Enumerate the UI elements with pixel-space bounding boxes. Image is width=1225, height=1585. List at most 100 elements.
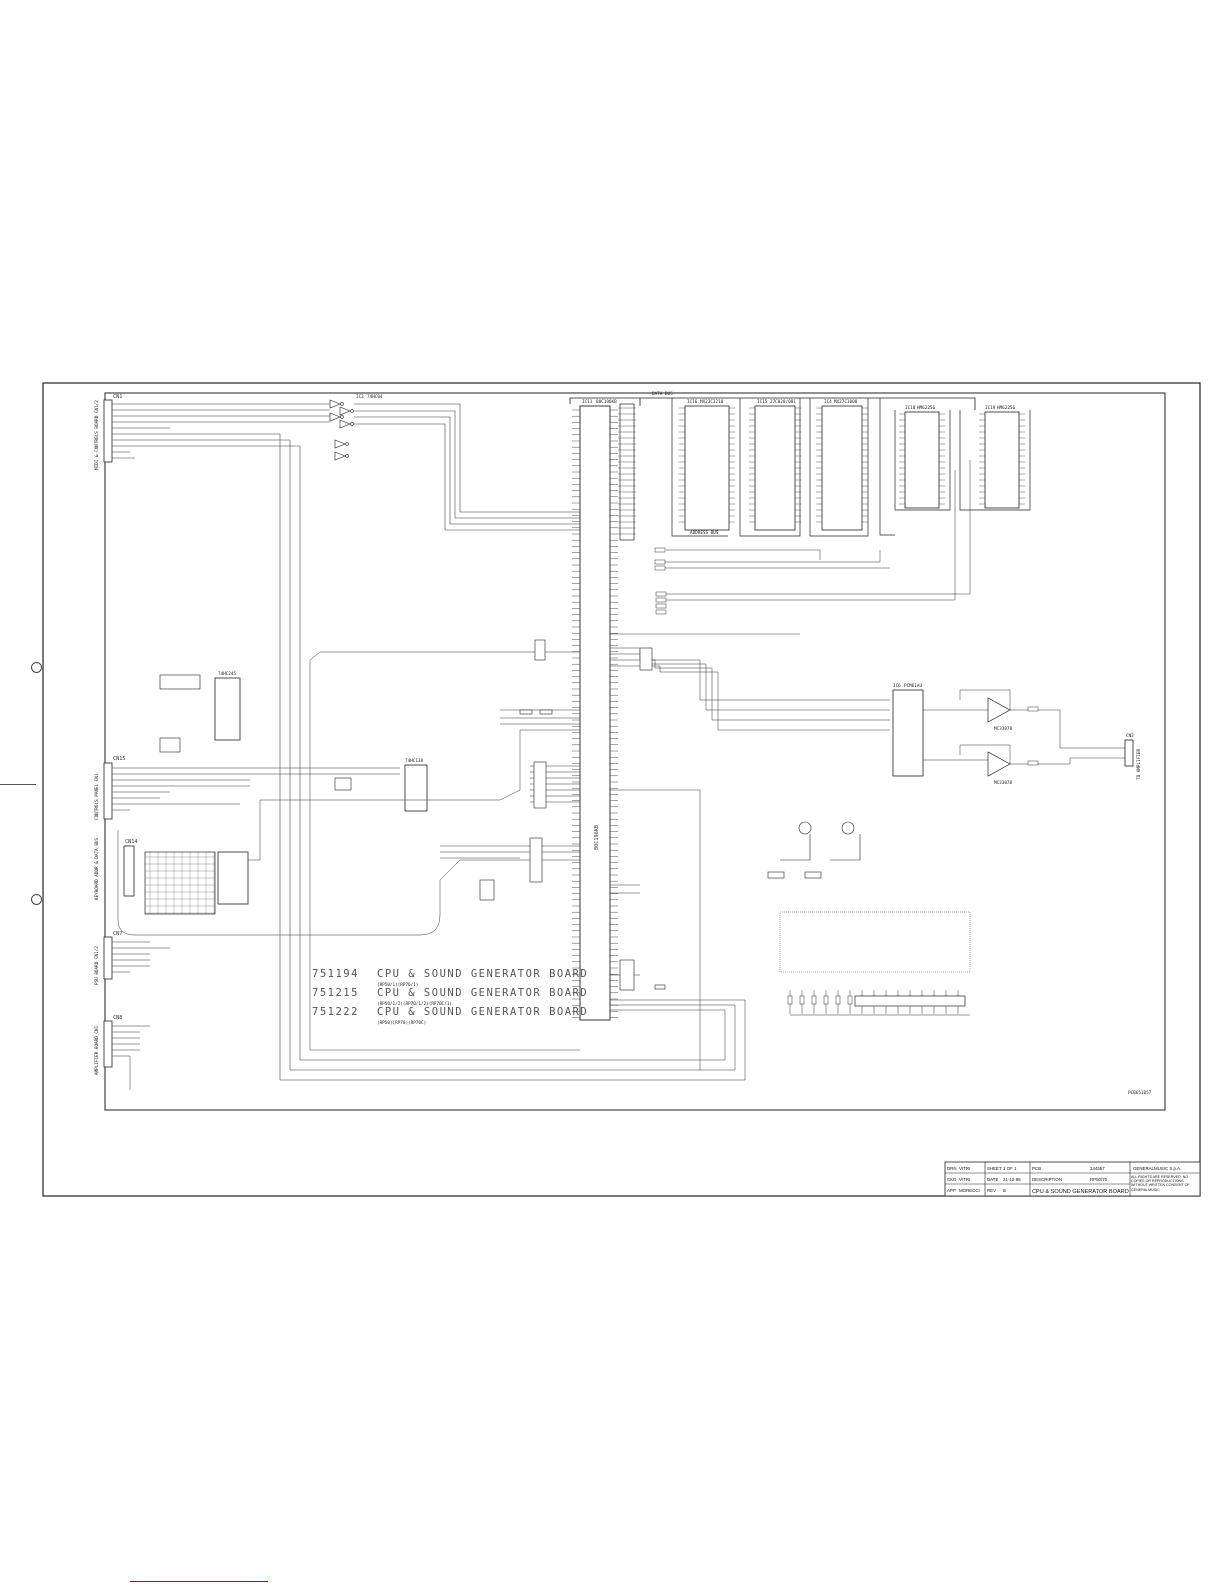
cn14-connector (123, 845, 135, 897)
schematic-border (104, 392, 1166, 1111)
ic16-part: MX23C3210 (700, 399, 724, 405)
tb-rev-value: B (1003, 1188, 1006, 1193)
ic11-part: 80C196KB (596, 399, 617, 405)
ic2-part: 74HC04 (367, 394, 383, 400)
capacitor (835, 995, 841, 1005)
bottom-wiring (129, 660, 746, 1090)
output-connector (1124, 739, 1134, 767)
memory-ic4 (816, 405, 868, 531)
cn8-side-label: AMPLIFIER BOARD CN1 (94, 1025, 100, 1075)
capacitor (847, 995, 853, 1005)
resistor-arrays-mid (334, 639, 666, 991)
ic18-ref: IC18 (905, 405, 916, 411)
ic6-ref: IC6 (893, 683, 901, 689)
ic9-label: MC33078 (994, 780, 1013, 786)
cn1-connector (103, 399, 330, 463)
board-title-code-1: 751194 (312, 968, 359, 980)
capacitor (787, 995, 793, 1005)
ic10-label: 74HC245 (218, 671, 237, 677)
board-title-code-2: 751215 (312, 987, 359, 999)
tb-sheet-label: SHEET (987, 1166, 1002, 1171)
ic6-part: PCM61AU (904, 683, 923, 689)
dac-ic6 (892, 689, 924, 777)
memory-ic19 (979, 411, 1025, 509)
board-title-name-2: CPU & SOUND GENERATOR BOARD (377, 987, 588, 999)
memory-bus-frames (671, 398, 1031, 537)
drawing-code: PCB651057 (1128, 1090, 1152, 1096)
cn14-ref: CN14 (125, 839, 138, 845)
cn1-side-label: MIDI & CONTROLS BOARD CN1/2 (94, 400, 100, 470)
tb-pcb-value: 344557 (1090, 1166, 1105, 1171)
data-bus-label: DATA BUS (652, 391, 673, 397)
cn15-ref: CN15 (113, 756, 126, 762)
resistor-network-left (159, 674, 201, 753)
title-block (944, 1161, 1201, 1197)
tb-drawn-value: VITRI (959, 1166, 970, 1171)
opamp-ic8 (987, 697, 1011, 723)
ic19-ref: IC19 (985, 405, 996, 411)
binder-hole-bottom (31, 894, 42, 905)
tb-pcb-label: PCB (1032, 1166, 1041, 1171)
capacitor (799, 995, 805, 1005)
opamp-ic9 (987, 751, 1011, 777)
ic16-ref: IC16 (687, 399, 698, 405)
ic11-ref: IC11 (582, 399, 593, 405)
board-title-code-3: 751222 (312, 1006, 359, 1018)
memory-ic15 (749, 405, 801, 531)
ic5-label: 74HC138 (405, 758, 424, 764)
tb-date-label: DATE (987, 1177, 998, 1182)
tb-description: CPU & SOUND GENERATOR BOARD (1032, 1189, 1129, 1195)
power-section (779, 911, 971, 1016)
transistor-area (767, 821, 861, 879)
binder-hole-top (31, 662, 42, 673)
tb-approved-value: MORECCI (959, 1188, 980, 1193)
tb-notice-box: ALL RIGHTS ARE RESERVED. NO COPIES OR RE… (1131, 1175, 1190, 1192)
cn1-ref: CN1 (113, 394, 122, 400)
cn7-side-label: PSU BOARD CN1/2 (94, 946, 100, 985)
capacitor (823, 995, 829, 1005)
address-resistors (654, 460, 971, 615)
tb-checked-label: CKD (947, 1177, 956, 1182)
audio-out-wiring (923, 689, 1125, 766)
inverter-gates (329, 399, 354, 461)
tb-description-label: DESCRIPTION (1032, 1177, 1062, 1182)
cpu-ic11 (572, 405, 618, 1021)
keyboard-matrix (144, 851, 249, 915)
tb-rev-label: REV (987, 1188, 996, 1193)
cn7-connector (103, 936, 170, 980)
cn-out-ref: CN3 (1126, 733, 1134, 739)
ic15-part: 27C020/001 (770, 399, 796, 405)
midi-lines (279, 403, 580, 1080)
address-bus-label: ADDRESS BUS (690, 530, 719, 536)
tb-date-value: 21-12-95 (1003, 1177, 1021, 1182)
ic18-part: HM62256 (917, 405, 936, 411)
ic5-decoder (404, 764, 428, 812)
fold-mark (0, 784, 36, 785)
tb-checked-value: VITRI (959, 1177, 970, 1182)
data-bus-line (569, 397, 976, 410)
tb-description-models: RP50/70 (1090, 1177, 1108, 1182)
footer-link-rule (130, 1581, 268, 1582)
data-bus-resistors (618, 403, 636, 541)
ic4-ref: IC4 (824, 399, 832, 405)
board-title-name-3: CPU & SOUND GENERATOR BOARD (377, 1006, 588, 1018)
memory-ic16 (679, 405, 735, 531)
cn7-ref: CN7 (113, 931, 122, 937)
cn15-connector (103, 762, 360, 820)
capacitor (811, 995, 817, 1005)
tb-sheet-value: 1 OF 1 (1003, 1166, 1017, 1171)
ic2-ref: IC2 (356, 394, 364, 400)
board-title-models-2: (RP50/1/2)(RP70/1/2)(RP70C/1) (377, 1001, 452, 1007)
cpu-body-label: 80C196KB (594, 825, 600, 850)
cn14-side-label: KEYBOARD ADDR & DATA BUS (94, 838, 100, 900)
cn-out-side: TO AMPLIFIER (1136, 749, 1142, 780)
cpu-right-wiring (610, 633, 890, 1070)
cn15-side-label: CONTROLS PANEL CN1 (94, 773, 100, 820)
ic8-label: MC33078 (994, 726, 1013, 732)
tb-company: GENERALMUSIC S.p.A. (1133, 1166, 1181, 1171)
memory-ic18 (899, 411, 945, 509)
drawing-frame (42, 382, 1201, 1197)
cn8-ref: CN8 (113, 1015, 122, 1021)
ic10-buffer (214, 677, 241, 741)
